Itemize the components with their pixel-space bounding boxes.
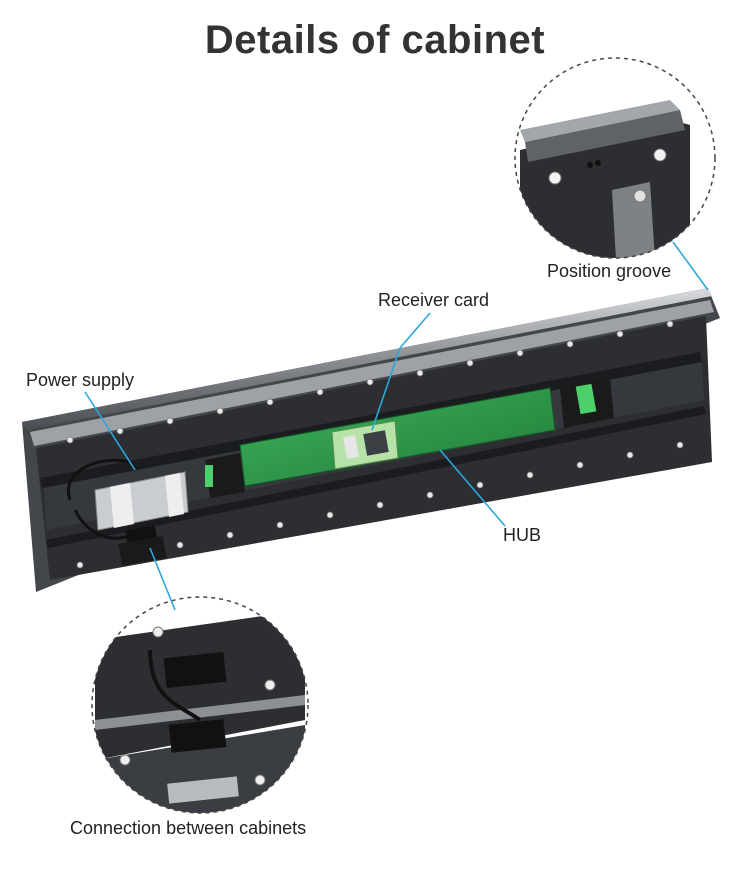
connection-zoom bbox=[91, 596, 309, 814]
label-power-supply: Power supply bbox=[26, 370, 135, 390]
leader-lines bbox=[84, 241, 709, 611]
label-position-groove: Position groove bbox=[547, 261, 672, 281]
receiver-card bbox=[331, 420, 399, 470]
hub-board bbox=[205, 378, 614, 498]
label-hub: HUB bbox=[503, 525, 542, 545]
label-connection-between-cabinets: Connection between cabinets bbox=[70, 818, 307, 838]
page-title: Details of cabinet bbox=[204, 18, 546, 62]
label-receiver-card: Receiver card bbox=[378, 290, 490, 310]
position-groove-zoom bbox=[514, 57, 716, 259]
screw-holes bbox=[66, 320, 684, 569]
power-supply-unit bbox=[66, 458, 189, 540]
